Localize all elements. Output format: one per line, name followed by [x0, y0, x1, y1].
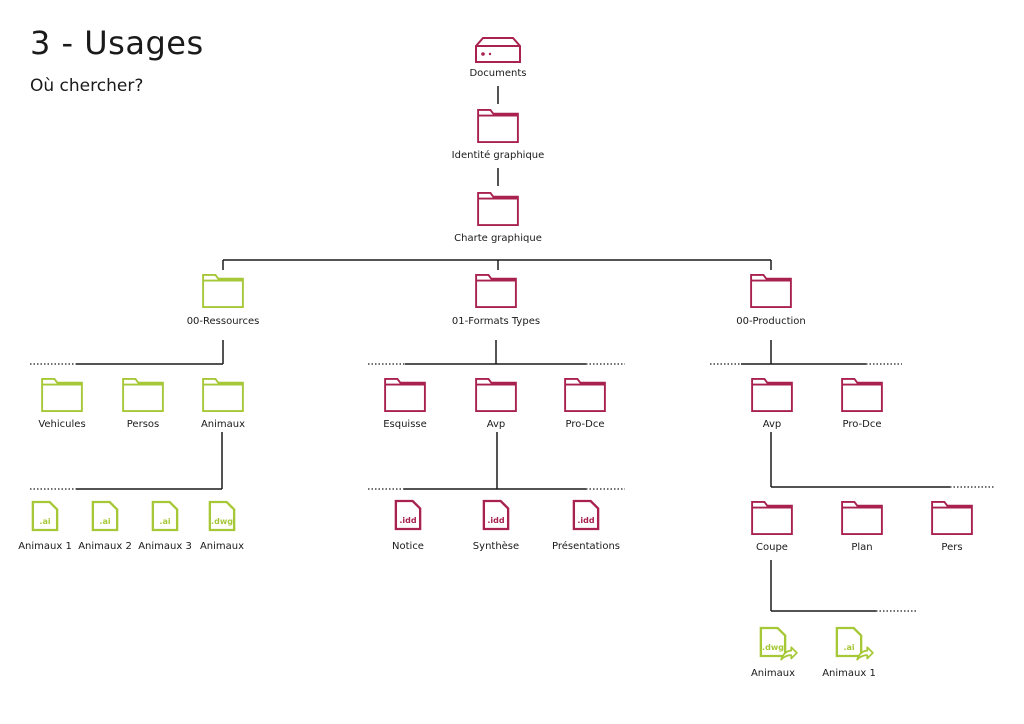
file-extension: .ai [99, 517, 110, 526]
folder-animaux[interactable]: Animaux [201, 377, 245, 430]
file-extension: .idd [399, 516, 417, 525]
node-label: Avp [487, 419, 506, 430]
folder-plan[interactable]: Plan [841, 500, 883, 553]
file-extension: .ai [39, 517, 50, 526]
folder-icon [751, 500, 793, 536]
node-label: Animaux 1 [18, 541, 72, 552]
folder-icon [841, 500, 883, 536]
node-label: Animaux 1 [822, 668, 876, 679]
folder-icon [202, 273, 244, 309]
node-label: Esquisse [383, 419, 427, 430]
folder-icon [41, 377, 83, 413]
file-extension: .dwg [762, 643, 784, 652]
node-label: Vehicules [38, 419, 85, 430]
folder-ressources[interactable]: 00-Ressources [187, 273, 260, 327]
node-label: Plan [851, 542, 872, 553]
node-label: Synthèse [473, 540, 519, 552]
file-animaux-dwg[interactable]: .dwg Animaux [200, 500, 244, 552]
connector-lines [76, 86, 950, 612]
folder-icon [475, 273, 517, 309]
folder-prodce-formats[interactable]: Pro-Dce [564, 377, 606, 430]
file-animaux-3-ai[interactable]: .ai Animaux 3 [138, 500, 192, 552]
node-label: Animaux [200, 541, 244, 552]
dotted-extensions [30, 363, 994, 612]
folder-persos[interactable]: Persos [122, 377, 164, 430]
node-label: 00-Ressources [187, 316, 260, 327]
folder-icon [384, 377, 426, 413]
node-label: Pro-Dce [842, 419, 881, 430]
node-label: 00-Production [736, 316, 806, 327]
file-notice-idd[interactable]: .idd Notice [392, 499, 424, 552]
node-label: Pro-Dce [565, 419, 604, 430]
folder-production[interactable]: 00-Production [736, 273, 806, 327]
node-label: Animaux 2 [78, 541, 132, 552]
folder-icon [475, 377, 517, 413]
node-label: 01-Formats Types [452, 316, 540, 327]
node-label: Animaux 3 [138, 541, 192, 552]
folder-coupe[interactable]: Coupe [751, 500, 793, 553]
folder-formats-types[interactable]: 01-Formats Types [452, 273, 540, 327]
file-extension: .idd [577, 516, 595, 525]
file-animaux-2-ai[interactable]: .ai Animaux 2 [78, 500, 132, 552]
file-synthese-idd[interactable]: .idd Synthèse [473, 499, 519, 552]
documents-drive[interactable]: Documents [469, 37, 527, 79]
folder-icon [841, 377, 883, 413]
file-extension: .idd [487, 516, 505, 525]
folder-prodce-production[interactable]: Pro-Dce [841, 377, 883, 430]
page-title: 3 - Usages [30, 24, 204, 62]
node-label: Avp [763, 419, 782, 430]
node-label: Animaux [751, 668, 795, 679]
folder-identite[interactable]: Identité graphique [452, 108, 545, 161]
file-extension: .dwg [211, 517, 233, 526]
file-extension: .ai [843, 643, 854, 652]
node-label: Coupe [756, 542, 788, 553]
folder-icon [564, 377, 606, 413]
file-presentations-idd[interactable]: .idd Présentations [552, 499, 620, 552]
drive-icon [475, 37, 521, 63]
file-extension: .ai [159, 517, 170, 526]
node-label: Pers [941, 542, 962, 553]
node-label: Notice [392, 541, 424, 552]
shortcut-animaux-1-ai[interactable]: .ai Animaux 1 [822, 626, 876, 679]
node-label: Identité graphique [452, 149, 545, 161]
node-label: Animaux [201, 419, 245, 430]
folder-avp-production[interactable]: Avp [751, 377, 793, 430]
folder-avp-formats[interactable]: Avp [475, 377, 517, 430]
node-label: Présentations [552, 540, 620, 552]
folder-icon [750, 273, 792, 309]
folder-icon [931, 500, 973, 536]
page-subtitle: Où chercher? [30, 76, 144, 96]
file-animaux-1-ai[interactable]: .ai Animaux 1 [18, 500, 72, 552]
folder-charte[interactable]: Charte graphique [454, 191, 542, 244]
folder-icon [477, 191, 519, 227]
shortcut-animaux-dwg[interactable]: .dwg Animaux [751, 626, 798, 679]
folder-esquisse[interactable]: Esquisse [383, 377, 427, 430]
folder-vehicules[interactable]: Vehicules [38, 377, 86, 430]
folder-icon [202, 377, 244, 413]
folder-icon [751, 377, 793, 413]
node-label: Charte graphique [454, 233, 542, 244]
folder-icon [477, 108, 519, 144]
node-label: Persos [127, 419, 159, 430]
folder-icon [122, 377, 164, 413]
node-label: Documents [469, 68, 526, 79]
folder-pers[interactable]: Pers [931, 500, 973, 553]
